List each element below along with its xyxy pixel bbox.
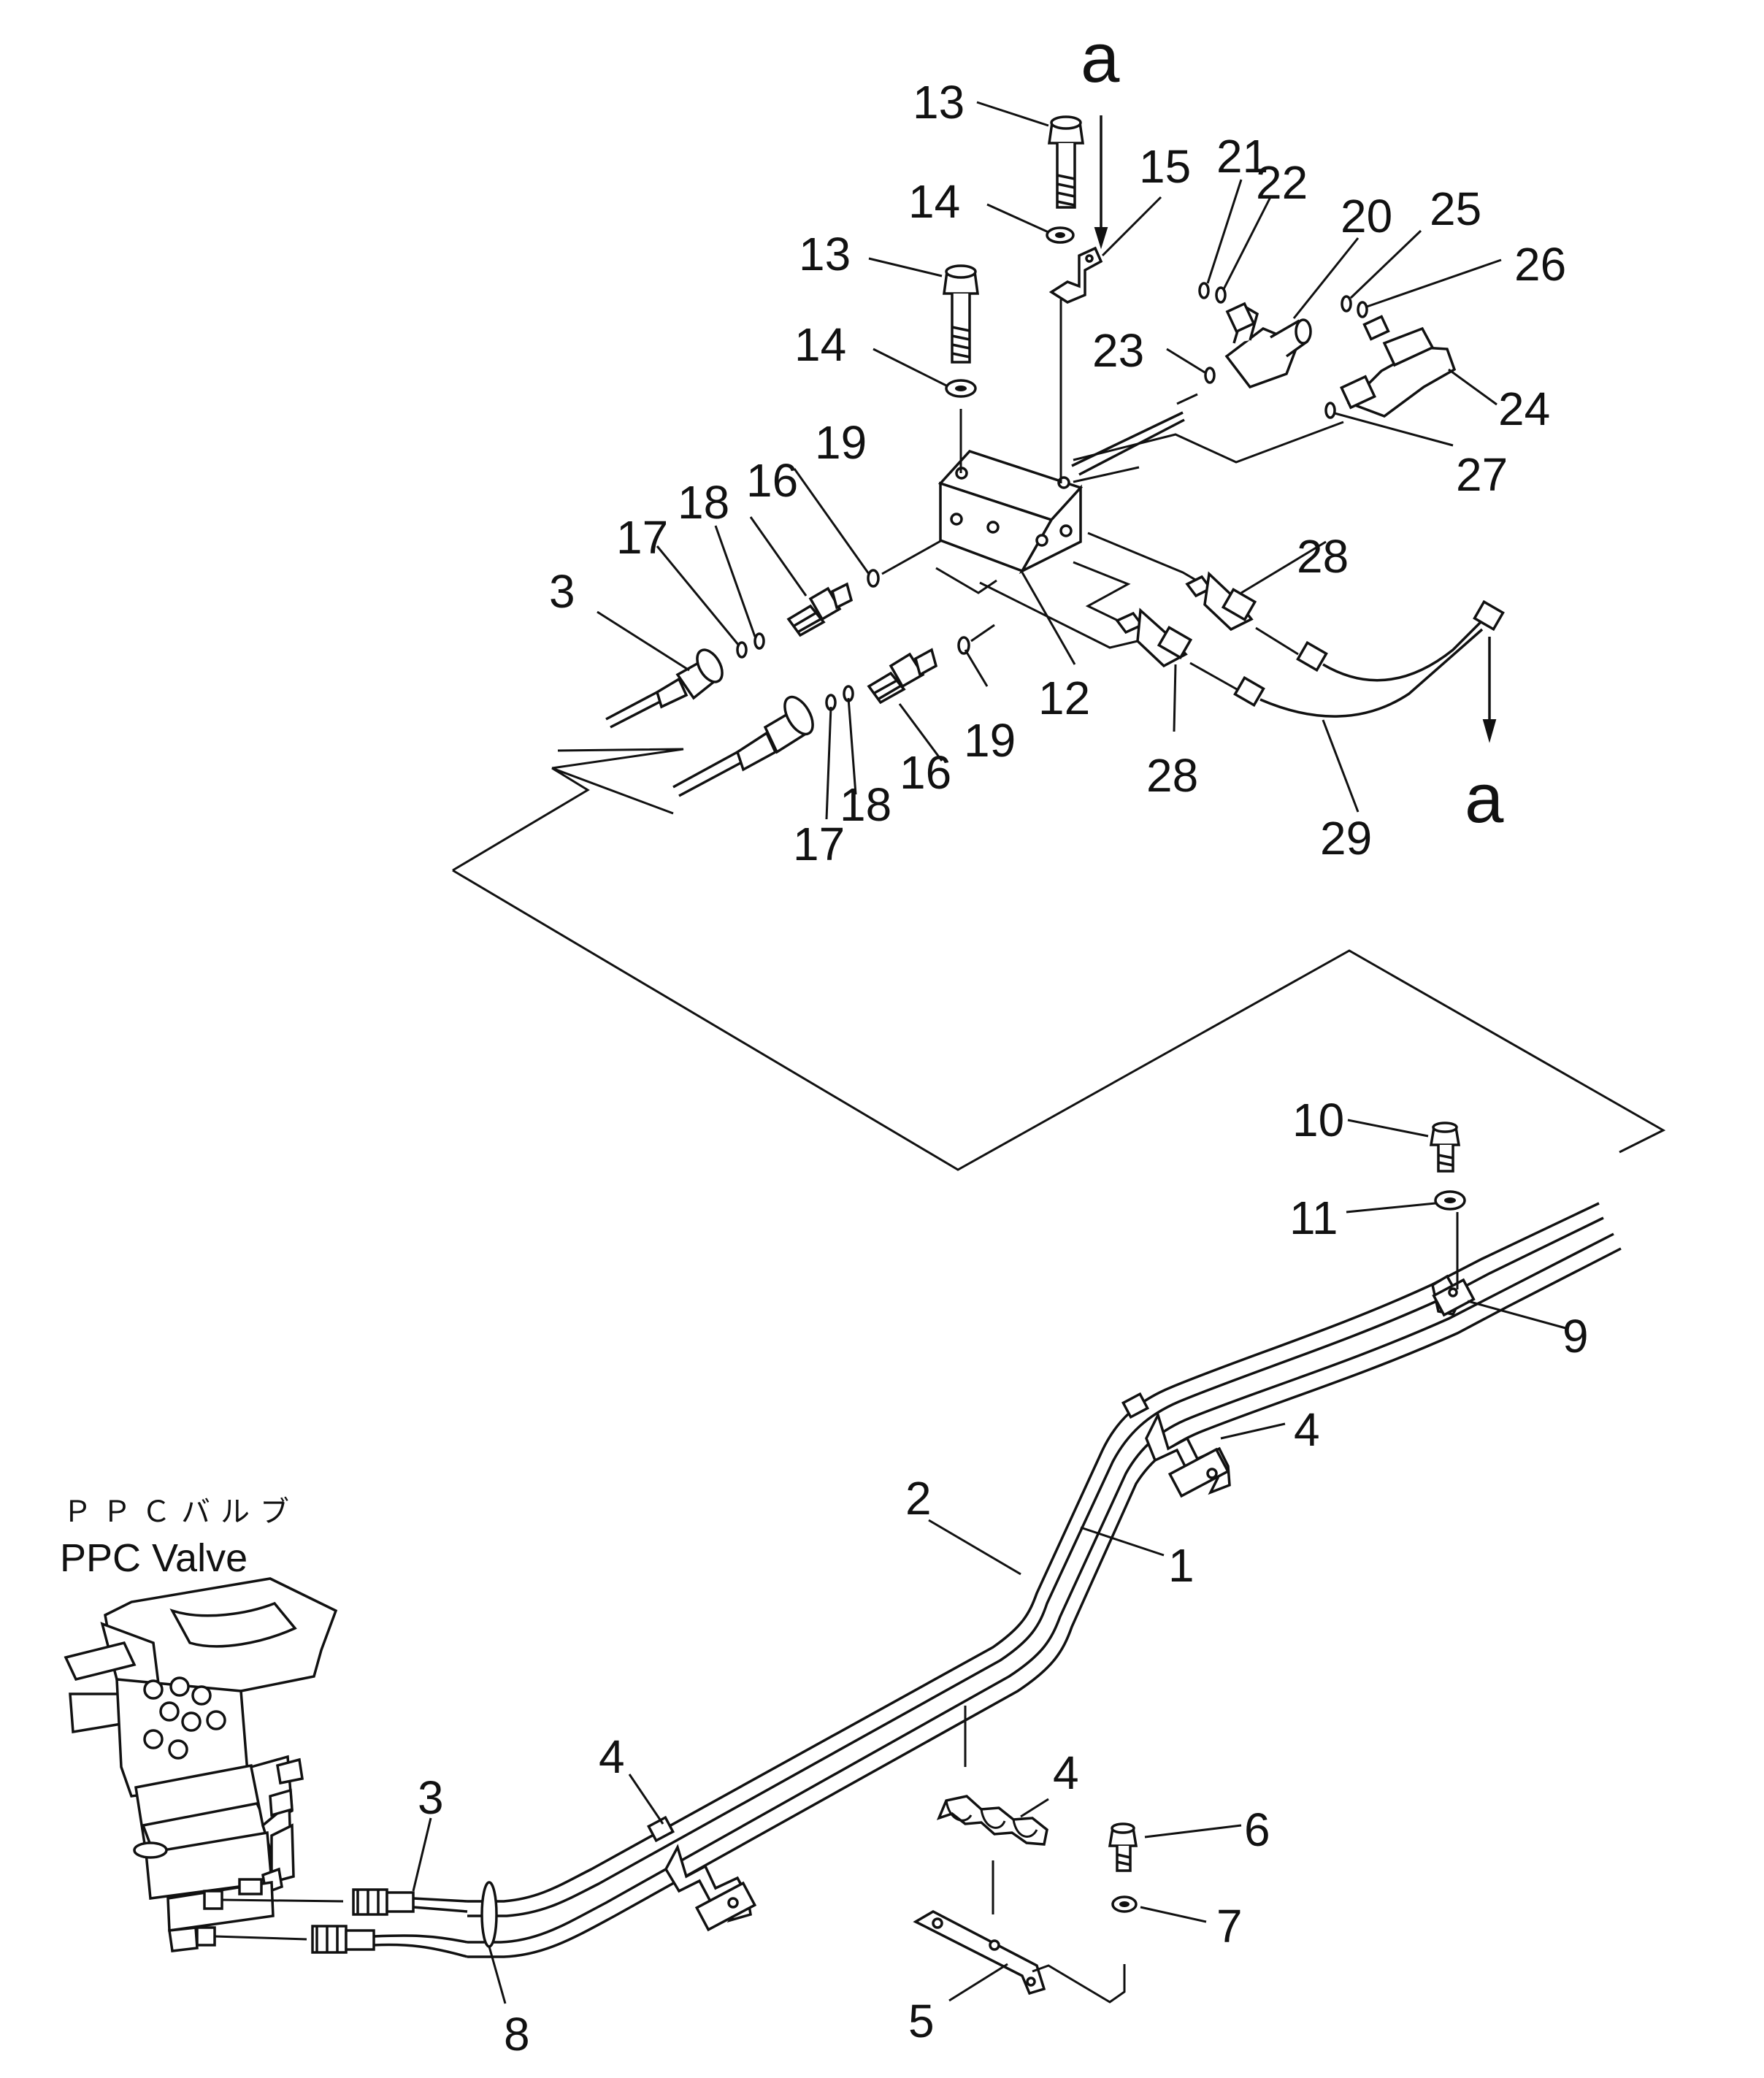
label-22: 22 <box>1256 156 1308 209</box>
elbow-20 <box>1224 302 1312 389</box>
label-3-top: 3 <box>549 565 575 618</box>
label-12: 12 <box>1038 672 1090 724</box>
valve-hose-fittings <box>311 1888 468 1958</box>
label-18-top: 18 <box>678 476 729 529</box>
label-4-right: 4 <box>1294 1403 1320 1456</box>
adapter-16-upper <box>786 582 854 637</box>
label-21: 21 <box>1216 130 1268 183</box>
label-5: 5 <box>908 1995 935 2047</box>
clamp-4-right <box>1121 1392 1231 1498</box>
elbow-24 <box>1340 315 1457 418</box>
arrow-a-top <box>1094 115 1108 250</box>
label-19-bottom: 19 <box>964 714 1016 767</box>
bracket-5 <box>913 1910 1126 2004</box>
label-13-top: 13 <box>913 76 965 129</box>
o-rings-left <box>736 539 995 711</box>
label-3-bottom: 3 <box>418 1771 444 1824</box>
label-11: 11 <box>1289 1192 1338 1244</box>
label-26: 26 <box>1514 238 1566 291</box>
bolt-6 <box>1108 1822 1138 1872</box>
washer-7 <box>1111 1895 1138 1913</box>
washer-11 <box>1434 1190 1466 1211</box>
clamp-9 <box>1431 1212 1476 1317</box>
label-28-bottom: 28 <box>1146 749 1198 802</box>
bolt-13-top <box>1047 115 1085 209</box>
hose-band-8 <box>480 1881 507 2004</box>
adapter-16-lower <box>867 648 938 705</box>
hose-lines-1-2 <box>467 1202 1622 1958</box>
washer-14-mid <box>945 379 977 473</box>
label-14-mid: 14 <box>794 318 846 371</box>
label-4-bracket: 4 <box>1053 1747 1079 1799</box>
label-19-top: 19 <box>815 416 867 469</box>
label-29: 29 <box>1320 812 1372 864</box>
view-marker-a-bottom: a <box>1465 759 1504 837</box>
label-10: 10 <box>1292 1094 1344 1146</box>
view-marker-a-top: a <box>1081 19 1120 97</box>
bolt-10 <box>1429 1122 1461 1173</box>
label-14-top: 14 <box>908 175 960 228</box>
hose-3-lower <box>672 695 814 797</box>
hose-3-upper <box>605 648 724 729</box>
o-rings-right <box>1198 282 1368 419</box>
washer-14-top <box>1046 226 1075 244</box>
label-24: 24 <box>1498 383 1550 435</box>
ppc-valve <box>64 1577 344 1952</box>
phantom-outline <box>452 421 1666 1171</box>
block-connections <box>1071 393 1229 629</box>
callout-labels: a a 13 14 13 14 15 21 22 20 25 26 23 24 … <box>60 19 1589 2060</box>
label-15: 15 <box>1139 140 1191 193</box>
sensor-28-upper <box>1185 571 1299 656</box>
label-28-top: 28 <box>1297 530 1349 583</box>
label-16-top: 16 <box>746 454 798 507</box>
caption-ppc-valve-jp: ＰＰＣバルブ <box>63 1496 299 1528</box>
label-27: 27 <box>1456 448 1508 501</box>
label-25: 25 <box>1430 183 1481 235</box>
label-6: 6 <box>1244 1803 1270 1856</box>
label-9: 9 <box>1562 1310 1589 1362</box>
label-7: 7 <box>1216 1900 1243 1952</box>
bolt-13-mid <box>943 264 979 364</box>
label-1: 1 <box>1168 1539 1194 1592</box>
clamp-4-left <box>646 1815 757 1932</box>
caption-ppc-valve-en: PPC Valve <box>60 1536 248 1580</box>
label-20: 20 <box>1341 190 1392 242</box>
label-23: 23 <box>1092 324 1144 377</box>
label-18-bottom: 18 <box>840 778 891 831</box>
manifold-block <box>937 449 1084 575</box>
label-17-top: 17 <box>616 511 668 564</box>
clamp-4-bracket <box>936 1706 1048 1914</box>
label-13-mid: 13 <box>799 228 851 280</box>
label-17-bottom: 17 <box>793 818 845 870</box>
leader-lines <box>412 101 1569 2002</box>
label-16-bottom: 16 <box>900 746 951 799</box>
label-2: 2 <box>905 1472 932 1525</box>
wire-harness-29 <box>1233 599 1505 743</box>
bracket-15 <box>1048 246 1103 483</box>
sensor-28-lower <box>1115 607 1238 691</box>
label-4-left: 4 <box>599 1730 625 1783</box>
label-8: 8 <box>504 2008 530 2060</box>
